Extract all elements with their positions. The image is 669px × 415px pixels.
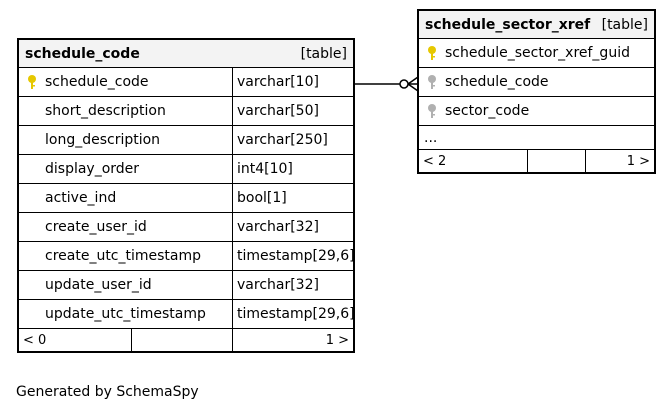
table-row[interactable]: schedule_code varchar[10] bbox=[19, 68, 353, 97]
column-name: schedule_code bbox=[45, 74, 149, 90]
column-name: sector_code bbox=[445, 103, 530, 119]
column-type: timestamp[29,6] bbox=[232, 300, 355, 328]
column-name: create_utc_timestamp bbox=[45, 248, 202, 264]
column-name: schedule_sector_xref_guid bbox=[445, 45, 630, 61]
table-row[interactable]: schedule_sector_xref_guid bbox=[419, 39, 654, 68]
table-row[interactable]: update_utc_timestamp timestamp[29,6] bbox=[19, 300, 355, 329]
column-type: varchar[32] bbox=[232, 271, 353, 299]
table-schedule-code[interactable]: schedule_code [table] schedule_code varc… bbox=[17, 38, 355, 353]
table-row[interactable]: update_user_id varchar[32] bbox=[19, 271, 353, 300]
table-row[interactable]: active_ind bool[1] bbox=[19, 184, 353, 213]
table-footer: < 0 1 > bbox=[19, 329, 353, 351]
column-name: ... bbox=[424, 129, 438, 146]
table-header: schedule_sector_xref [table] bbox=[419, 11, 654, 39]
column-type: int4[10] bbox=[232, 155, 353, 183]
relationship-optional-marker bbox=[399, 79, 409, 89]
generated-by-label: Generated by SchemaSpy bbox=[16, 384, 199, 400]
table-schedule-sector-xref[interactable]: schedule_sector_xref [table] schedule_se… bbox=[417, 9, 656, 174]
column-name: create_user_id bbox=[45, 219, 147, 235]
table-row[interactable]: create_utc_timestamp timestamp[29,6] bbox=[19, 242, 355, 271]
table-name[interactable]: schedule_code bbox=[25, 45, 140, 62]
crow-foot-upper bbox=[407, 76, 419, 85]
table-row[interactable]: create_user_id varchar[32] bbox=[19, 213, 353, 242]
table-row[interactable]: display_order int4[10] bbox=[19, 155, 353, 184]
table-row[interactable]: schedule_code bbox=[419, 68, 654, 97]
crow-foot-lower bbox=[407, 83, 419, 92]
table-row[interactable]: long_description varchar[250] bbox=[19, 126, 353, 155]
column-name: short_description bbox=[45, 103, 166, 119]
column-name: update_user_id bbox=[45, 277, 152, 293]
primary-key-icon bbox=[423, 45, 441, 61]
column-type: varchar[32] bbox=[232, 213, 353, 241]
column-name: update_utc_timestamp bbox=[45, 306, 206, 322]
column-name: schedule_code bbox=[445, 74, 549, 90]
column-name: active_ind bbox=[45, 190, 117, 206]
footer-spacer bbox=[131, 329, 232, 351]
column-name: display_order bbox=[45, 161, 140, 177]
table-row[interactable]: short_description varchar[50] bbox=[19, 97, 353, 126]
table-header: schedule_code [table] bbox=[19, 40, 353, 68]
primary-key-icon bbox=[23, 74, 41, 90]
column-name: long_description bbox=[45, 132, 161, 148]
table-name[interactable]: schedule_sector_xref bbox=[425, 16, 591, 33]
column-type: varchar[50] bbox=[232, 97, 353, 125]
column-type: bool[1] bbox=[232, 184, 353, 212]
child-count[interactable]: 1 > bbox=[585, 150, 654, 172]
column-type: timestamp[29,6] bbox=[232, 242, 355, 270]
column-type: varchar[10] bbox=[232, 68, 353, 96]
parent-count[interactable]: < 0 bbox=[23, 332, 47, 348]
footer-spacer bbox=[527, 150, 585, 172]
column-type: varchar[250] bbox=[232, 126, 353, 154]
child-count[interactable]: 1 > bbox=[232, 329, 353, 351]
table-kind: [table] bbox=[601, 16, 648, 33]
foreign-key-icon bbox=[423, 74, 441, 90]
parent-count[interactable]: < 2 bbox=[423, 153, 447, 169]
table-row[interactable]: ... bbox=[419, 126, 654, 150]
table-kind: [table] bbox=[300, 45, 347, 62]
table-footer: < 2 1 > bbox=[419, 150, 654, 172]
foreign-key-icon bbox=[423, 103, 441, 119]
table-row[interactable]: sector_code bbox=[419, 97, 654, 126]
